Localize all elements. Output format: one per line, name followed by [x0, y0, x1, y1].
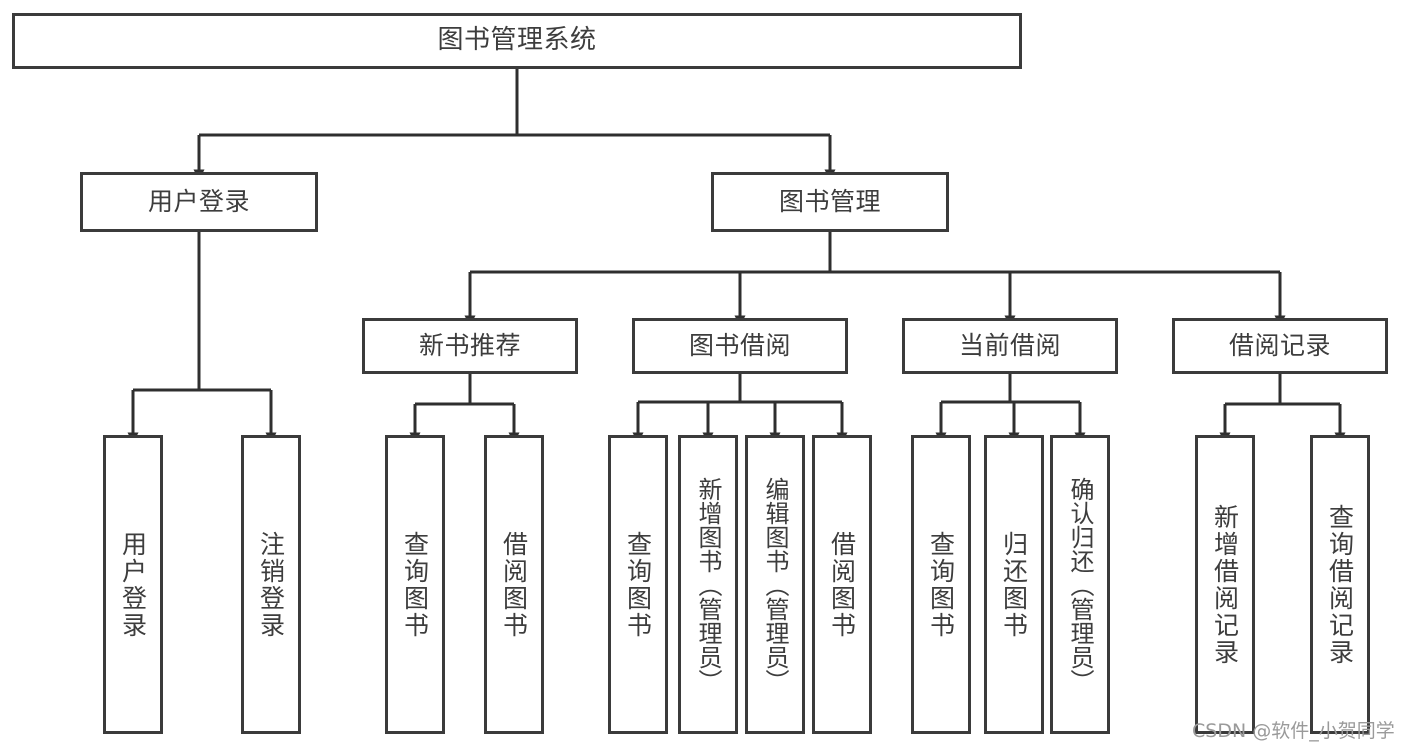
node-label: 用户登录	[147, 187, 250, 216]
node-label: 查询图书	[623, 530, 653, 639]
node-leaf-cur-query[interactable]: 查询图书	[911, 435, 971, 734]
node-leaf-nb-query[interactable]: 查询图书	[385, 435, 445, 734]
node-leaf-cur-return[interactable]: 归还图书	[984, 435, 1044, 734]
node-label: 新增图书（管理员）	[694, 476, 722, 693]
node-leaf-user-login[interactable]: 用户登录	[103, 435, 163, 734]
node-label: 图书管理系统	[437, 25, 597, 56]
node-label: 新增借阅记录	[1210, 503, 1240, 666]
node-label: 图书借阅	[688, 331, 791, 360]
node-label: 借阅图书	[499, 530, 529, 639]
node-label: 借阅图书	[827, 530, 857, 639]
node-label: 归还图书	[999, 530, 1029, 639]
node-leaf-bw-query[interactable]: 查询图书	[608, 435, 668, 734]
node-root[interactable]: 图书管理系统	[12, 13, 1022, 69]
node-label: 新书推荐	[418, 331, 521, 360]
node-label: 借阅记录	[1228, 331, 1331, 360]
watermark-label: CSDN @软件_小贺同学	[1192, 720, 1395, 742]
node-label: 查询借阅记录	[1325, 503, 1355, 666]
node-newbook[interactable]: 新书推荐	[362, 318, 578, 374]
node-bookmgmt[interactable]: 图书管理	[711, 172, 949, 232]
node-label: 图书管理	[778, 187, 881, 216]
node-label: 查询图书	[400, 530, 430, 639]
node-label: 确认归还（管理员）	[1066, 476, 1094, 693]
node-login[interactable]: 用户登录	[80, 172, 318, 232]
node-leaf-bw-add[interactable]: 新增图书（管理员）	[678, 435, 738, 734]
node-label: 查询图书	[926, 530, 956, 639]
node-leaf-nb-borrow[interactable]: 借阅图书	[484, 435, 544, 734]
node-leaf-cur-confirm[interactable]: 确认归还（管理员）	[1050, 435, 1110, 734]
node-records[interactable]: 借阅记录	[1172, 318, 1388, 374]
node-label: 用户登录	[118, 530, 148, 639]
node-label: 注销登录	[256, 530, 286, 639]
node-label: 编辑图书（管理员）	[761, 476, 789, 693]
node-label: 当前借阅	[958, 331, 1061, 360]
node-current[interactable]: 当前借阅	[902, 318, 1118, 374]
node-leaf-bw-borrow[interactable]: 借阅图书	[812, 435, 872, 734]
node-leaf-user-logout[interactable]: 注销登录	[241, 435, 301, 734]
node-leaf-bw-edit[interactable]: 编辑图书（管理员）	[745, 435, 805, 734]
node-leaf-rec-add[interactable]: 新增借阅记录	[1195, 435, 1255, 734]
node-leaf-rec-query[interactable]: 查询借阅记录	[1310, 435, 1370, 734]
node-borrow[interactable]: 图书借阅	[632, 318, 848, 374]
